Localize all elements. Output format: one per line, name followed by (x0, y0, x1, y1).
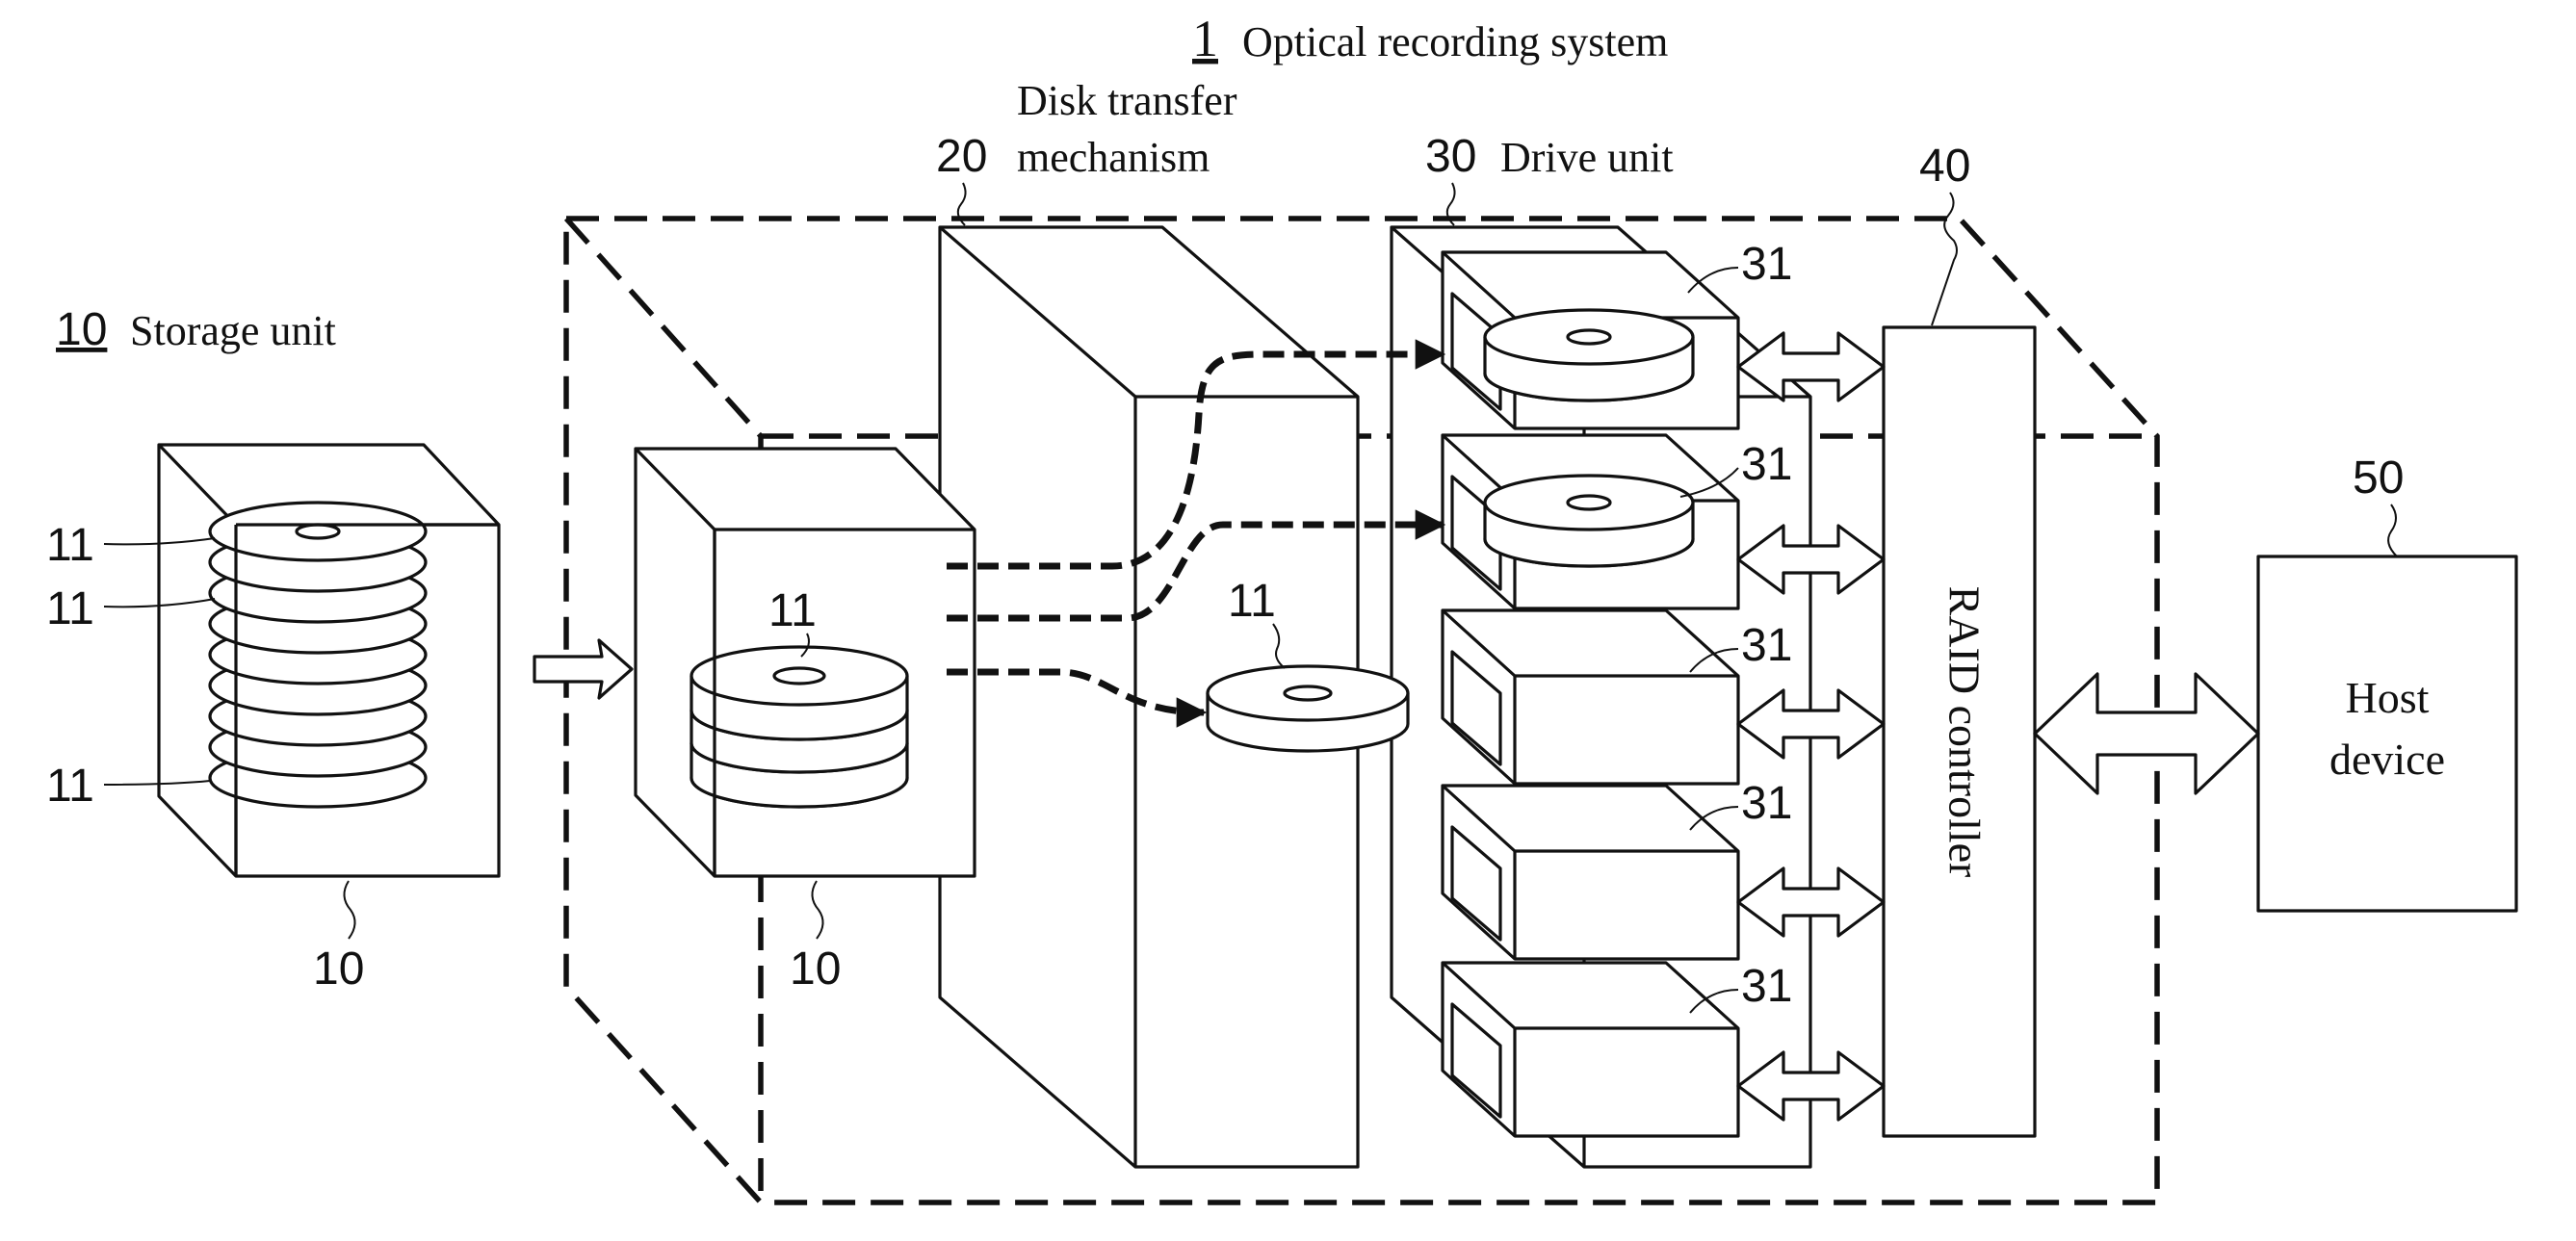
storage-title: 10 Storage unit (56, 304, 336, 355)
drive-31-2 (1443, 435, 1738, 608)
drive-ref-2: 31 (1741, 439, 1792, 490)
drive-ref-3: 31 (1741, 620, 1792, 671)
transfer-number: 20 (936, 131, 987, 182)
storage-label: Storage unit (130, 307, 336, 354)
host-label-line1: Host (2346, 673, 2430, 722)
raid-leader (1932, 193, 1957, 325)
drive-31-4 (1443, 786, 1738, 959)
storage-ref-inside-leader (812, 881, 822, 939)
drive-31-1 (1443, 252, 1738, 428)
disk-stack-left (210, 503, 426, 807)
storage-unit-outside: 10 11 11 11 (46, 445, 499, 995)
host-number: 50 (2353, 452, 2404, 504)
raid-controller: RAID controller 40 (1884, 141, 2035, 1136)
disk-stack-inside (691, 647, 907, 807)
transfer-label-line2: mechanism (1017, 134, 1210, 181)
storage-number: 10 (56, 304, 107, 355)
raid-label: RAID controller (1939, 586, 1989, 878)
drive-ref-5: 31 (1741, 961, 1792, 1012)
storage-ref-inside: 10 (790, 944, 841, 995)
transfer-label-line1: Disk transfer (1017, 77, 1237, 124)
disk-ref-1: 11 (46, 520, 94, 571)
drive-31-3 (1443, 610, 1738, 784)
raid-number: 40 (1919, 141, 1970, 192)
system-title: 1 Optical recording system (1192, 10, 1668, 67)
transfer-title: Disk transfer mechanism 20 (936, 77, 1237, 225)
disk-ref-2: 11 (46, 583, 94, 634)
drive-number: 30 (1425, 131, 1476, 182)
drive-ref-1: 31 (1741, 239, 1792, 290)
disk-ref-transferred: 11 (1228, 576, 1276, 627)
disk-ref-inside: 11 (768, 585, 817, 636)
storage-ref-left-leader (344, 881, 354, 939)
storage-ref-left: 10 (313, 944, 364, 995)
drive-31-5 (1443, 963, 1738, 1136)
drive-ref-4: 31 (1741, 778, 1792, 829)
insert-arrow (534, 640, 632, 698)
drive-label: Drive unit (1500, 134, 1674, 181)
host-leader (2388, 504, 2397, 556)
disk-ref-3: 11 (46, 761, 94, 812)
drive-title: 30 Drive unit (1425, 131, 1674, 225)
system-label: Optical recording system (1242, 18, 1668, 65)
system-number: 1 (1192, 10, 1218, 67)
host-label-line2: device (2329, 735, 2445, 784)
host-device: Host device 50 (2258, 452, 2516, 911)
storage-unit-inside: 11 10 (636, 449, 975, 995)
raid-host-link (2035, 674, 2258, 793)
